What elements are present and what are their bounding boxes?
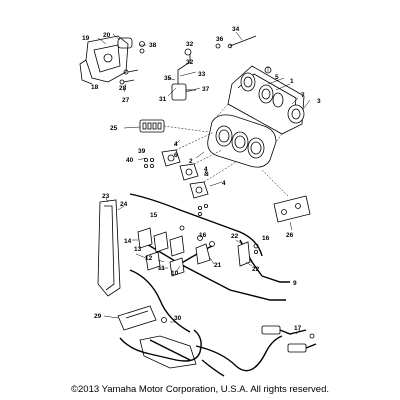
clip-bracket [235,239,259,267]
callout-label: 25 [110,125,118,132]
callout-label: 1 [290,78,294,85]
harness-connectors [261,325,317,353]
callout-label: 7 [301,92,305,99]
wiring-bracket [97,197,125,297]
sensor [103,305,176,331]
callout-label: 27 [122,97,130,104]
callout-label: 10 [171,270,179,277]
upper-bracket [79,33,146,85]
callout-label: 4 [204,166,208,173]
lower-harness [119,329,283,377]
callout-label: 19 [82,35,90,42]
callout-label: 32 [186,41,194,48]
callout-label: 40 [126,157,134,164]
callout-label: 8 [205,171,209,178]
indicator-lamps [137,131,237,216]
callout-label: 9 [293,280,297,287]
callout-label: 20 [103,32,111,39]
callout-label: 4 [174,141,178,148]
callout-labels: 1 2 3 4 4 4 5 6 7 8 9 10 11 12 13 14 15 … [82,26,321,332]
callout-label: 6 [174,152,178,159]
callout-label: 22 [252,266,260,273]
callout-label: 30 [174,315,182,322]
cable-connector [167,48,201,101]
callout-label: 38 [149,42,157,49]
callout-label: 13 [134,246,142,253]
callout-label: 23 [102,193,110,200]
gauge-bezel [207,103,283,168]
callout-label: 12 [145,255,153,262]
callout-label: 31 [159,96,167,103]
callout-label: 3 [317,98,321,105]
callout-label: 21 [214,262,222,269]
callout-label: 22 [231,233,239,240]
callout-label: 32 [186,59,194,66]
mount-bracket [261,169,311,231]
callout-label: 4 [222,180,226,187]
callout-label: 11 [158,265,165,272]
callout-label: 29 [94,313,102,320]
callout-label: 28 [119,85,127,92]
callout-label: 34 [232,26,240,33]
callout-label: 39 [138,148,146,155]
callout-label: 5 [275,74,279,81]
copyright-notice: ©2013 Yamaha Motor Corporation, U.S.A. A… [71,384,329,395]
callout-label: 2 [189,158,193,165]
callout-label: 18 [91,84,99,91]
callout-label: 15 [150,212,158,219]
switch-panel [123,119,209,133]
gauge-housing [227,65,311,135]
callout-label: 37 [202,86,210,93]
callout-label: 17 [294,325,302,332]
callout-label: 14 [124,238,132,245]
callout-label: 16 [262,235,270,242]
relay-block [132,225,215,277]
callout-label: 36 [216,36,224,43]
callout-label: 33 [198,71,206,78]
callout-label: 16 [199,232,207,239]
callout-label: 26 [286,232,294,239]
callout-label: 24 [120,201,128,208]
rod [215,31,257,49]
screw-set [119,69,139,93]
callout-label: 35 [164,75,172,82]
